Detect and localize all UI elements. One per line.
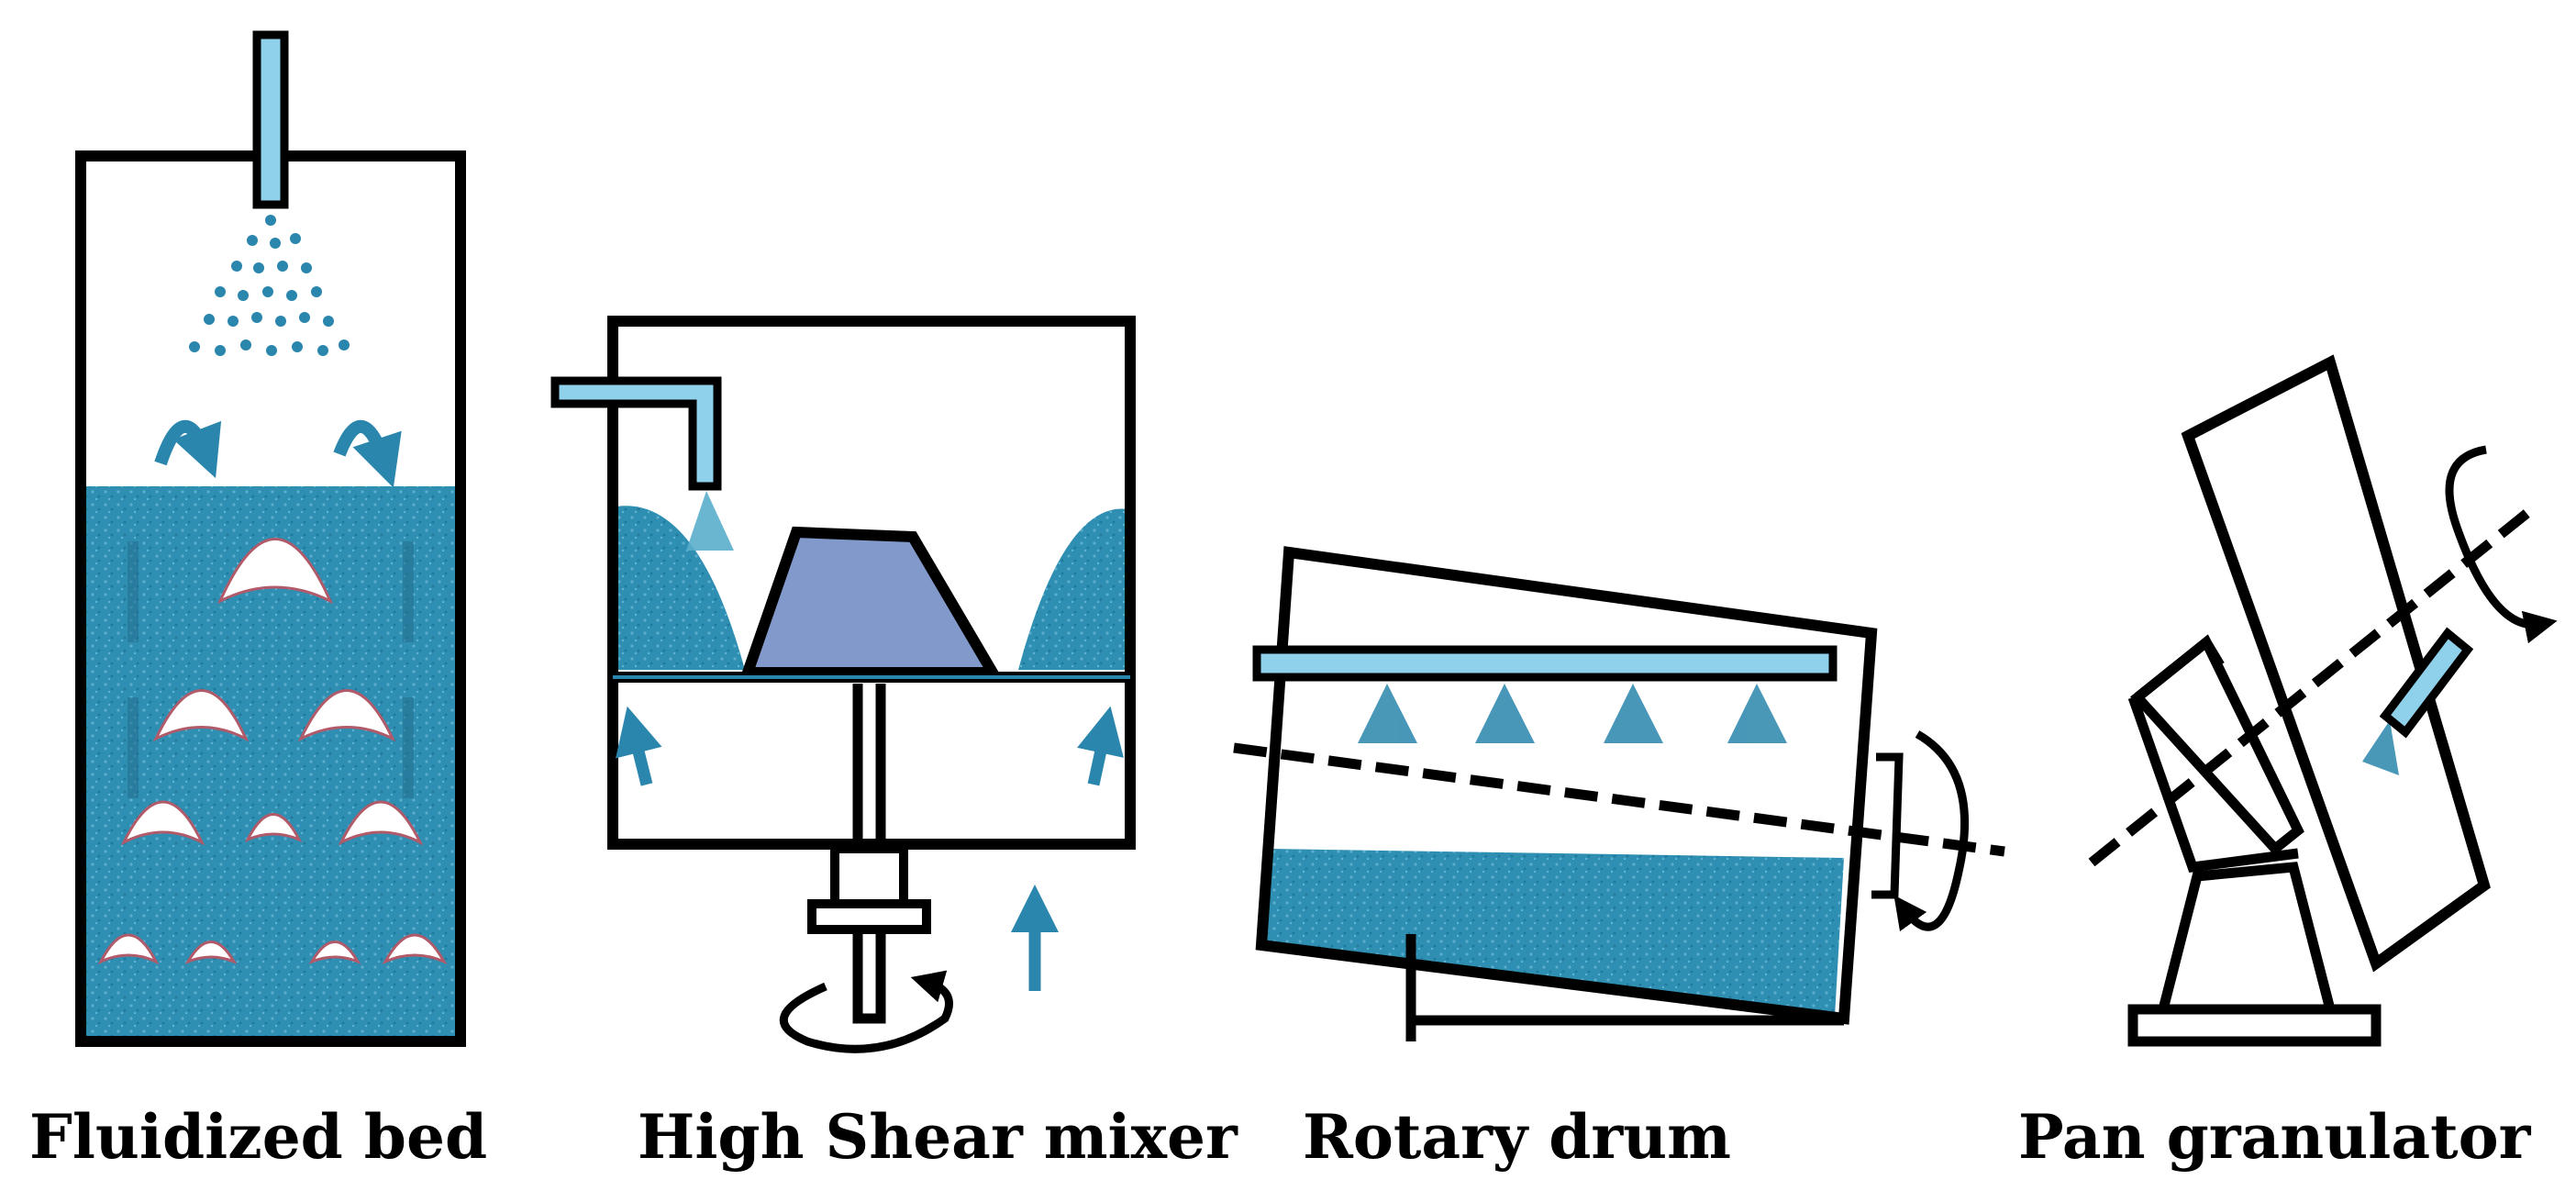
spray-nozzle [2379,627,2474,739]
rotation-arrow-icon [2445,445,2558,644]
granulator-frame [2127,696,2299,874]
spray-droplets-icon [2362,720,2399,775]
label-rotary-drum: Rotary drum [1303,1101,1731,1173]
label-fluidized-bed: Fluidized bed [29,1101,487,1173]
spray-droplets-icon [686,491,734,551]
rotation-arrow-icon [333,419,402,488]
air-flow-arrow-icon [1077,706,1124,786]
rotation-arrow-icon [154,419,222,479]
fluidized-bubbles [97,538,448,965]
rotation-axis [1233,742,2005,857]
drum-powder-bed [1264,849,1844,1017]
mixer-powder-left [616,506,745,670]
high-shear-mixer-unit [550,316,1136,1053]
rotation-arrow-icon [779,970,953,1053]
granulator-pedestal [2156,862,2337,1015]
fluid-flow-arrows [128,541,414,798]
mixer-powder-right [1018,508,1128,670]
spray-nozzle [252,30,289,209]
spray-droplets-icon [1358,684,1787,743]
fluidized-bed-unit [75,30,466,1047]
spray-droplets-icon [189,215,350,356]
air-flow-arrow-icon [616,706,662,786]
rotary-drum-unit [1233,546,2005,1041]
spray-nozzle [1252,645,1838,682]
rotation-arrow-icon [1893,730,1970,932]
granulator-base [2127,1004,2382,1047]
impeller-blade [739,526,1003,678]
pan-granulator-unit [2088,354,2558,1047]
drum-end-cap [1871,752,1904,899]
drum-support-stand [1405,934,1844,1041]
label-high-shear-mixer: High Shear mixer [638,1101,1238,1173]
spray-nozzle [550,376,722,491]
label-pan-granulator: Pan granulator [2018,1101,2532,1173]
